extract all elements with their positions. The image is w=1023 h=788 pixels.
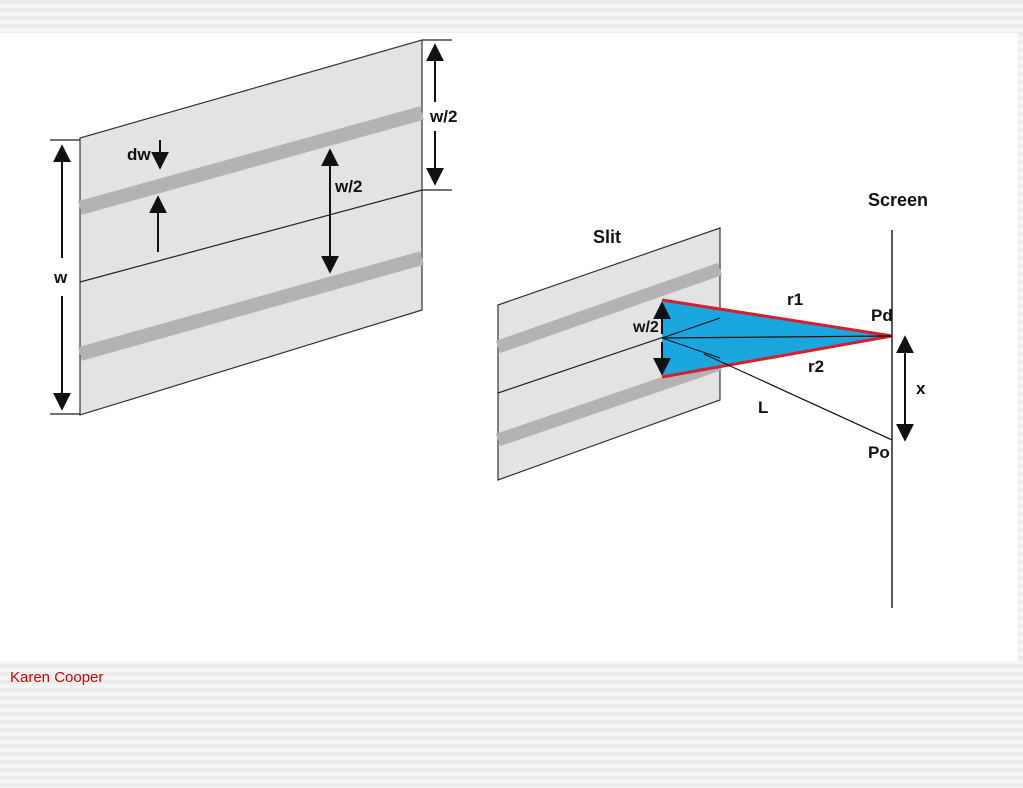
screen-label: Screen [868,190,928,210]
slit-lower-segment [661,337,721,359]
pd-label: Pd [871,306,893,325]
slit-stripe-top [495,262,723,354]
po-label: Po [868,443,890,462]
author-credit: Karen Cooper [10,669,104,686]
dw-label: dw [127,145,151,164]
slit-stripe-bottom [495,357,723,447]
slit-screen-geometry: Slit Screen w/2 L r1 r2 Pd Po x [495,190,928,608]
w-label: w [53,268,68,287]
w-half-inner-label: w/2 [334,177,362,196]
L-label: L [758,398,768,417]
wide-slit-panel: w/2 w dw w/2 [50,39,457,416]
L-line [703,353,893,441]
stripe-top [78,106,424,215]
slit-center-segment [661,317,721,339]
x-label: x [916,379,926,398]
r1-label: r1 [787,290,803,309]
r1-edge [661,298,893,338]
slit-w-half-label: w/2 [632,319,659,336]
center-ray [661,335,893,339]
stripe-bottom [78,251,424,361]
w-half-right-label: w/2 [429,107,457,126]
slit-label: Slit [593,227,621,247]
r2-label: r2 [808,357,824,376]
center-line [79,189,423,283]
r2-edge [661,334,893,379]
